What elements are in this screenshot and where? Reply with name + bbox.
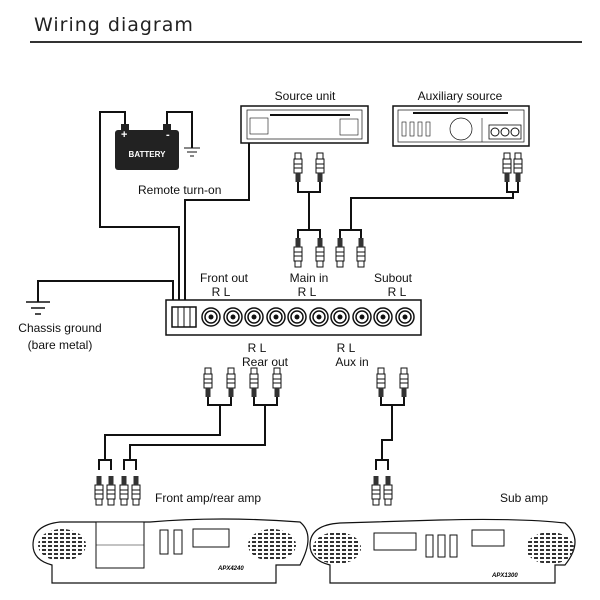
subout-label: Subout	[374, 271, 413, 285]
front-out-rl: R L	[212, 285, 231, 299]
battery-ground-wire	[166, 111, 193, 148]
amp2-model: APX1300	[491, 573, 518, 579]
front-out-label: Front out	[200, 271, 249, 285]
auxiliary-source-label: Auxiliary source	[418, 89, 503, 103]
aux-in-label: Aux in	[335, 355, 368, 369]
sub-amplifier: APX1300	[309, 518, 576, 584]
source-rca-cable	[293, 152, 325, 268]
battery-label: BATTERY	[129, 150, 167, 159]
battery-ground-icon	[184, 147, 200, 157]
sub-amp-label: Sub amp	[500, 491, 548, 505]
aux-in-rl: R L	[337, 341, 356, 355]
front-rear-amp-label: Front amp/rear amp	[155, 491, 261, 505]
remote-turn-on-wire	[184, 143, 250, 300]
plus-icon: +	[121, 129, 127, 141]
remote-turn-on-label: Remote turn-on	[138, 183, 221, 197]
aux-rca-cable	[335, 152, 523, 268]
rear-out-rl: R L	[248, 341, 267, 355]
main-in-label: Main in	[290, 271, 329, 285]
minus-icon: -	[166, 129, 170, 141]
front-rear-amplifier: APX4240	[32, 518, 309, 584]
source-unit	[240, 105, 369, 144]
battery: + - BATTERY	[115, 124, 179, 170]
chassis-ground-wire	[37, 280, 174, 302]
main-in-rl: R L	[298, 285, 317, 299]
rear-out-label: Rear out	[242, 355, 289, 369]
title-underline	[30, 41, 582, 43]
source-unit-label: Source unit	[275, 89, 336, 103]
auxiliary-source	[392, 105, 530, 147]
power-wire	[99, 111, 180, 300]
page-title: Wiring diagram	[34, 14, 194, 36]
processor-unit	[165, 299, 422, 336]
rear-out-rca-cables	[94, 367, 282, 506]
chassis-ground-label: Chassis ground	[18, 321, 101, 335]
sub-rca-cable	[371, 367, 409, 506]
bare-metal-label: (bare metal)	[28, 338, 93, 352]
subout-rl: R L	[388, 285, 407, 299]
chassis-ground-icon	[26, 301, 50, 315]
amp1-model: APX4240	[217, 566, 244, 572]
